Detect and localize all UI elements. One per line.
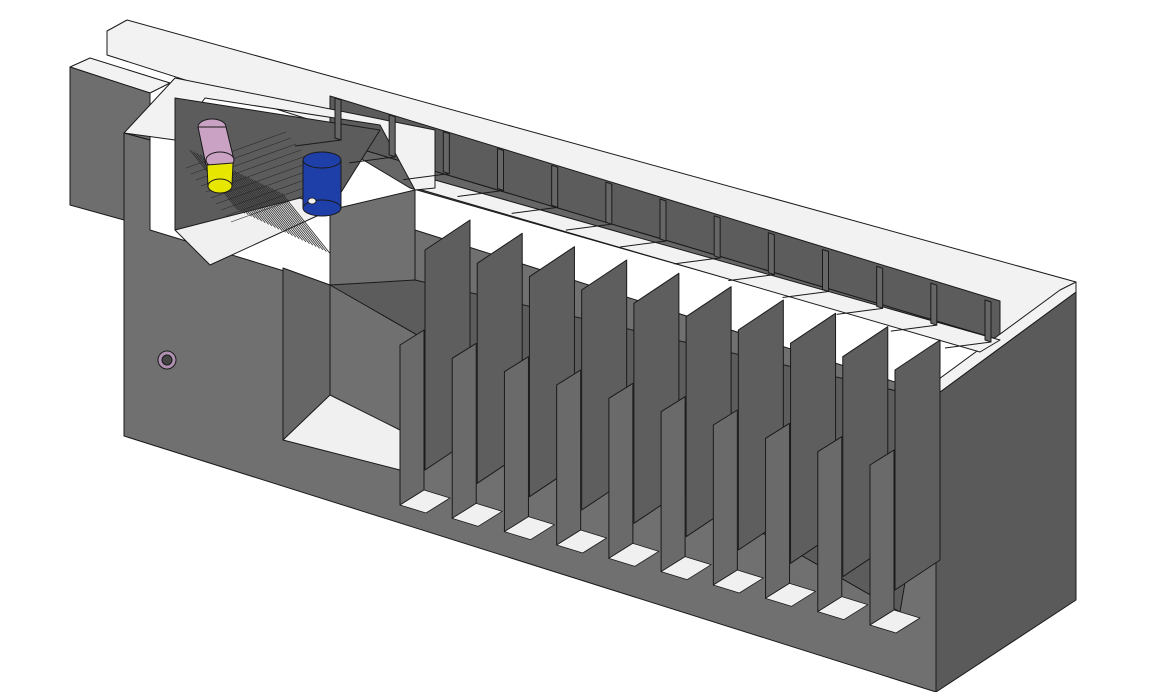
- baffle-lower-1: [399, 329, 425, 506]
- channel-divider-shadow-7: [619, 240, 667, 248]
- baffle-upper-10: [894, 339, 941, 591]
- baffle-floor-7: [712, 569, 764, 594]
- bar-screen-bar-13: [230, 168, 280, 230]
- baffle-floor-1: [399, 489, 451, 514]
- inlet-chamber-front-block: [329, 189, 416, 291]
- channel-divider-9: [767, 232, 775, 276]
- bar-screen-bar-26: [274, 189, 324, 251]
- channel-divider-6: [605, 181, 613, 225]
- bar-screen-bar-23: [264, 184, 314, 246]
- channel-divider-12: [930, 282, 938, 326]
- baffle-lower-3: [503, 356, 529, 533]
- bar-screen-bar-28: [281, 192, 331, 254]
- bar-screen-bar-12: [227, 167, 276, 228]
- baffle-floor-6: [660, 556, 712, 581]
- channel-divider-shadow-3: [403, 173, 450, 181]
- bar-screen-bar-25: [271, 188, 320, 249]
- baffle-lower-4: [556, 369, 582, 546]
- bar-screen-bar-15: [237, 172, 286, 233]
- channel-divider-13: [984, 299, 992, 343]
- channel-divider-shadow-1: [294, 139, 342, 147]
- baffle-lower-2: [451, 342, 477, 519]
- channel-divider-shadow-11: [836, 307, 883, 315]
- baffle-floor-3: [504, 516, 555, 541]
- bar-screen-bar-21: [257, 181, 307, 243]
- channel-divider-2: [388, 114, 396, 158]
- inlet-reducer-end: [207, 178, 233, 194]
- channel-divider-10: [822, 249, 829, 292]
- outlet-port-hole: [161, 354, 173, 366]
- channel-divider-7: [659, 198, 667, 242]
- channel-divider-shadow-8: [674, 257, 721, 265]
- channel-divider-8: [713, 215, 721, 259]
- channel-divider-shadow-2: [349, 156, 396, 164]
- baffle-lower-10: [869, 449, 895, 626]
- bar-screen-rail-1: [185, 131, 287, 169]
- channel-divider-shadow-9: [728, 274, 775, 282]
- bar-screen-bar-16: [240, 173, 290, 235]
- channel-divider-11: [876, 265, 884, 309]
- bar-screen-bar-17: [244, 175, 293, 236]
- baffle-floor-10: [869, 609, 921, 634]
- bar-screen-bar-20: [254, 180, 303, 241]
- channel-divider-shadow-13: [944, 341, 992, 349]
- baffle-floor-9: [817, 596, 869, 621]
- channel-divider-shadow-5: [511, 206, 558, 214]
- bar-screen-bar-27: [278, 191, 327, 252]
- channel-dividers: [294, 97, 992, 349]
- channel-divider-shadow-10: [782, 291, 829, 298]
- channel-divider-shadow-12: [890, 324, 937, 332]
- baffle-lower-9: [817, 436, 843, 613]
- lamella-baffles: [399, 219, 941, 634]
- channel-divider-shadow-6: [565, 223, 612, 231]
- channel-divider-3: [442, 131, 450, 175]
- channel-divider-1: [334, 97, 342, 141]
- baffle-lower-5: [608, 382, 634, 559]
- bar-screen-bar-19: [250, 178, 300, 240]
- baffle-lower-8: [765, 422, 791, 599]
- baffle-floor-5: [608, 542, 660, 567]
- bar-screen-bar-22: [261, 183, 310, 244]
- baffle-floor-2: [451, 502, 503, 527]
- bar-screen-rail-6: [210, 161, 312, 199]
- dosing-tank-port: [307, 197, 317, 205]
- inlet-chamber-equipment: [185, 118, 342, 254]
- bar-screen-rail-7: [215, 167, 317, 205]
- channel-divider-4: [497, 148, 504, 191]
- channel-divider-5: [551, 164, 559, 208]
- baffle-lower-6: [660, 396, 686, 573]
- dosing-tank-top: [302, 151, 342, 169]
- end-wall-face: [935, 291, 1077, 692]
- channel-divider-shadow-4: [457, 190, 504, 197]
- baffle-floor-4: [556, 529, 608, 554]
- baffle-lower-7: [712, 409, 738, 586]
- bar-screen-bar-24: [267, 186, 317, 248]
- bar-screen-bar-14: [233, 170, 283, 232]
- baffle-floor-8: [765, 582, 816, 607]
